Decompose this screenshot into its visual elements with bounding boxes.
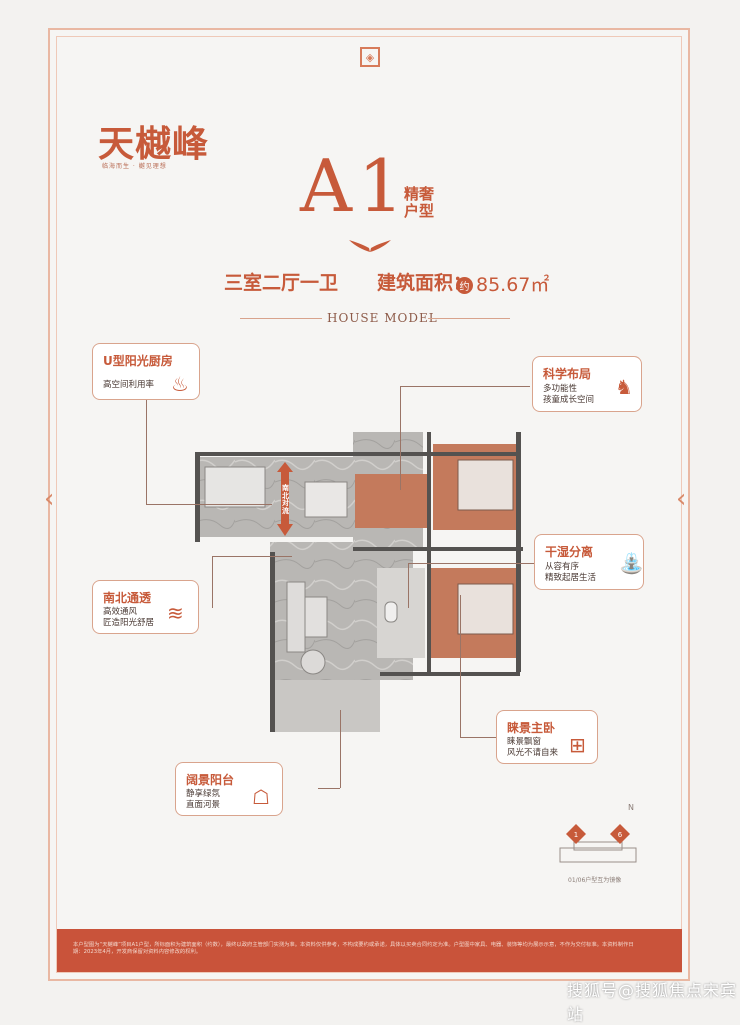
model-code: A1 [300, 144, 410, 228]
leader-line [146, 504, 272, 505]
callout-desc: 多功能性 孩童成长空间 [543, 384, 595, 406]
callout-desc: 从容有序 精致起居生活 [545, 562, 597, 584]
callout-ventilation: 南北通透 高效通风 匠造阳光舒居 ≋ [92, 580, 199, 634]
leader-line [340, 710, 341, 788]
callout-title: 干湿分离 [545, 545, 594, 559]
svg-text:1: 1 [574, 831, 578, 839]
balcony-icon: ☖ [252, 785, 270, 809]
callout-master: 睐景主卧 睐景飘窗 风光不请自来 ⊞ [496, 710, 598, 764]
kitchen-icon: ♨ [171, 372, 189, 396]
leader-line [400, 386, 530, 387]
chevron-left-icon[interactable]: ‹ [44, 484, 55, 514]
leader-line [408, 563, 409, 608]
leader-line [460, 595, 461, 737]
callout-balcony: 阔景阳台 静享绿氛 直面河景 ☖ [175, 762, 283, 816]
watermark: 搜狐号@搜狐焦点宋宾站 [567, 981, 738, 1024]
rocking-horse-icon: ♞ [615, 375, 633, 399]
window-icon: ⊞ [569, 733, 586, 757]
model-tag: 精奢户型 [403, 185, 434, 221]
bathtub-icon: ⛲ [619, 551, 644, 575]
north-label: N [628, 803, 634, 812]
leader-line [146, 400, 147, 505]
callout-desc: 高空间利用率 [103, 380, 155, 390]
leader-line [460, 737, 496, 738]
room-layout: 三室二厅一卫 [224, 272, 339, 294]
section-title: HOUSE MODEL [327, 311, 438, 325]
callout-desc: 静享绿氛 直面河景 [186, 789, 221, 811]
brand-slogan: 临海而生 · 樾见理想 [102, 163, 167, 170]
site-key-caption: 01/06户型互为镜像 [568, 877, 622, 884]
callout-kitchen: U型阳光厨房 高空间利用率 ♨ [92, 343, 200, 400]
area-value: 85.67㎡ [476, 274, 550, 296]
airflow-icon: ≋ [167, 601, 184, 625]
area-label: 建筑面积： [377, 272, 473, 294]
callout-desc: 高效通风 匠造阳光舒居 [103, 607, 155, 629]
callout-title: U型阳光厨房 [103, 354, 173, 368]
chevron-right-icon[interactable]: ‹ [676, 484, 687, 514]
footer-note: 本户型图为“天樾峰”项目A1户型，所标面积为建筑面积（约数），最终以政府主管部门… [73, 942, 634, 956]
divider-line [240, 318, 322, 319]
leader-line [318, 788, 340, 789]
wing-ornament-icon [349, 240, 391, 252]
callout-title: 阔景阳台 [186, 773, 235, 787]
site-key-diagram: 1 6 [559, 824, 637, 863]
seal-icon: ◈ [360, 47, 380, 67]
airflow-label: 南北对流 [282, 484, 289, 516]
callout-layout: 科学布局 多功能性 孩童成长空间 ♞ [532, 356, 642, 412]
callout-dry-wet: 干湿分离 从容有序 精致起居生活 ⛲ [534, 534, 644, 590]
callout-title: 睐景主卧 [507, 721, 556, 735]
brand-logo: 天樾峰 [98, 123, 210, 165]
callout-title: 南北通透 [103, 591, 152, 605]
divider-line [428, 318, 510, 319]
area-prefix-badge: 约 [456, 277, 473, 294]
svg-text:6: 6 [618, 831, 623, 839]
leader-line [212, 556, 213, 608]
inner-frame [56, 36, 682, 973]
footer-bar [57, 929, 682, 972]
leader-line [400, 386, 401, 490]
floor-plan [195, 432, 523, 732]
callout-desc: 睐景飘窗 风光不请自来 [507, 737, 559, 759]
leader-line [408, 563, 534, 564]
leader-line [212, 556, 292, 557]
callout-title: 科学布局 [543, 367, 592, 381]
